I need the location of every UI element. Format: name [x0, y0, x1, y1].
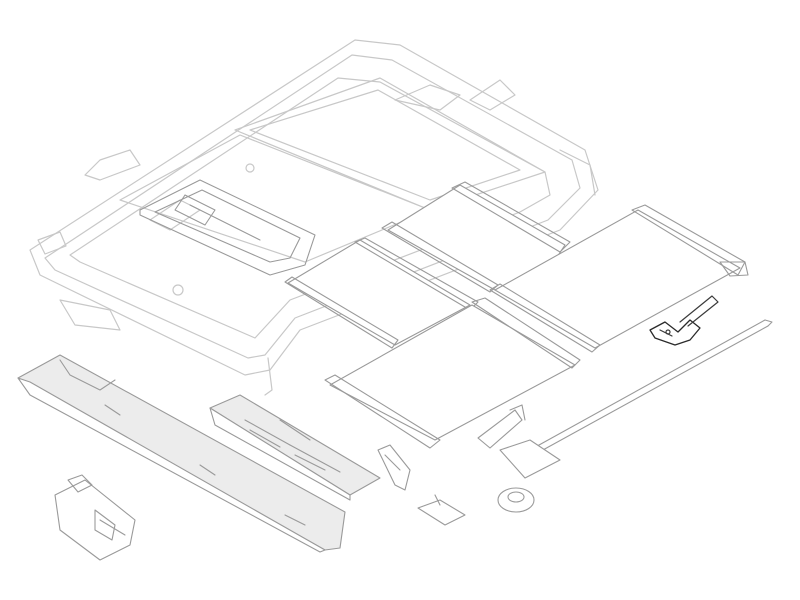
front-trim-panel: [17, 354, 346, 553]
pin-mount: [417, 494, 466, 526]
round-bearing: [497, 487, 535, 513]
slotted-trim-piece: [209, 394, 381, 501]
guide-rod: [529, 319, 773, 457]
slide-mechanism: [477, 404, 561, 479]
latch-bracket-highlighted: [649, 295, 719, 346]
sunshade-panel-middle: [284, 237, 479, 349]
motor-unit: [54, 474, 136, 561]
small-bracket: [377, 444, 411, 491]
sunshade-panel-right: [489, 204, 749, 353]
sunshade-panel-lower: [324, 297, 581, 449]
center-guide-rail: [139, 179, 316, 276]
